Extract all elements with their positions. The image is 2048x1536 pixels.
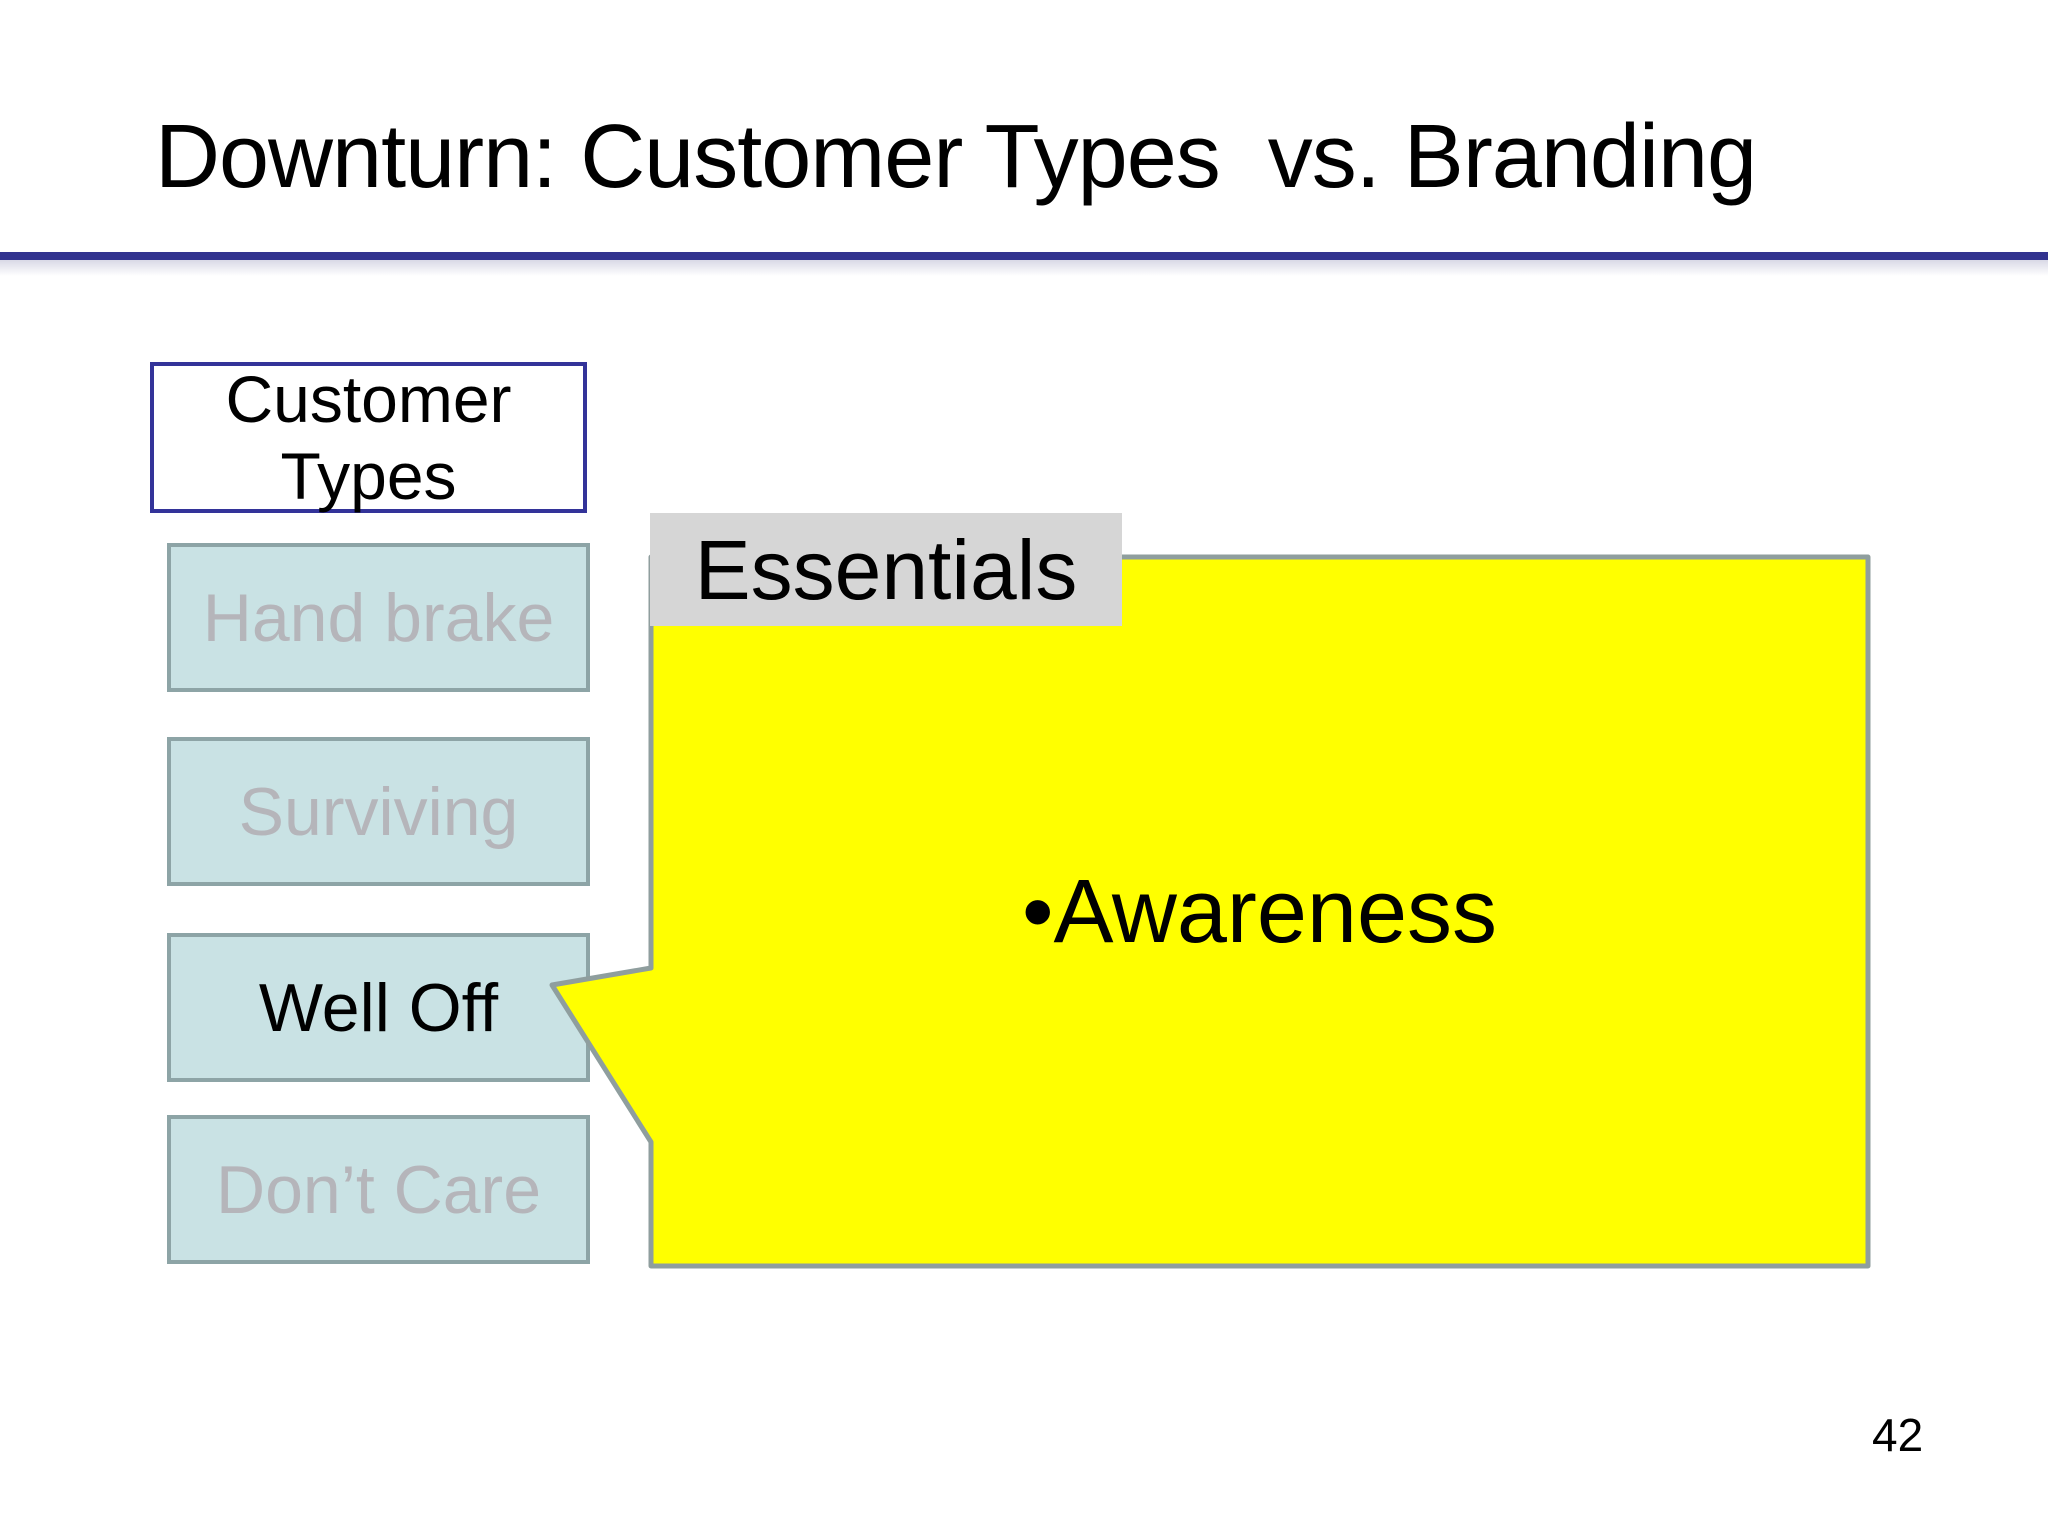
callout-tag-essentials: Essentials (650, 513, 1122, 626)
customer-type-label: Well Off (258, 969, 499, 1046)
customer-types-header-box: Customer Types (150, 362, 587, 513)
page-title: Downturn: Customer Types vs. Branding (155, 107, 1757, 207)
title-divider-rule (0, 252, 2048, 260)
title-divider-shadow (0, 260, 2048, 276)
customer-type-label: Don’t Care (215, 1151, 542, 1228)
callout-tag-label: Essentials (694, 522, 1078, 617)
customer-types-header-label: Customer Types (225, 361, 512, 513)
callout-body-label: Awareness (1053, 861, 1498, 962)
customer-type-well-off: Well Off (167, 933, 590, 1082)
customer-type-label: Surviving (238, 773, 519, 850)
bullet-glyph: • (1021, 861, 1054, 962)
customer-type-label: Hand brake (202, 579, 555, 656)
customer-type-hand-brake: Hand brake (167, 543, 590, 692)
customer-type-surviving: Surviving (167, 737, 590, 886)
customer-type-dont-care: Don’t Care (167, 1115, 590, 1264)
callout-body: •Awareness (651, 557, 1868, 1266)
page-number: 42 (1872, 1409, 1924, 1461)
